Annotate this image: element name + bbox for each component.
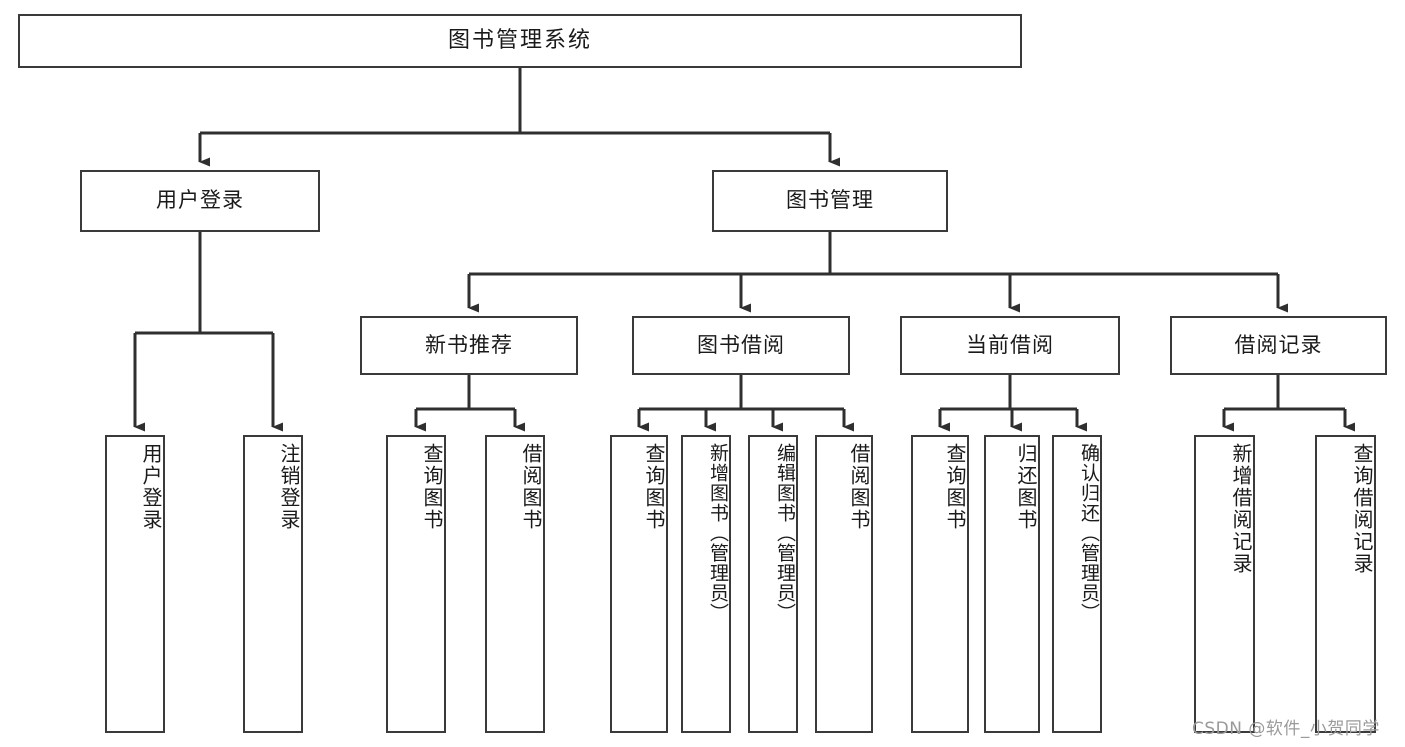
node-leaf-query-borrow-record[interactable]: 查询借阅记录	[1315, 435, 1376, 733]
node-new-book-recommend[interactable]: 新书推荐	[360, 316, 578, 375]
node-leaf-borrow-book[interactable]: 借阅图书	[815, 435, 873, 733]
node-leaf-user-login[interactable]: 用户登录	[105, 435, 165, 733]
node-borrow-record[interactable]: 借阅记录	[1170, 316, 1387, 375]
node-leaf-borrow-book-recommend[interactable]: 借阅图书	[485, 435, 545, 733]
node-leaf-logout[interactable]: 注销登录	[243, 435, 303, 733]
node-book-manage[interactable]: 图书管理	[712, 170, 948, 232]
node-leaf-query-book-recommend[interactable]: 查询图书	[386, 435, 446, 733]
node-root-system[interactable]: 图书管理系统	[18, 14, 1022, 68]
node-leaf-query-book-borrow[interactable]: 查询图书	[610, 435, 668, 733]
node-leaf-confirm-return-admin[interactable]: 确认归还（管理员）	[1052, 435, 1102, 733]
node-current-borrow[interactable]: 当前借阅	[900, 316, 1120, 375]
node-leaf-edit-book-admin[interactable]: 编辑图书（管理员）	[748, 435, 798, 733]
node-leaf-query-book-current[interactable]: 查询图书	[911, 435, 969, 733]
node-leaf-add-book-admin[interactable]: 新增图书（管理员）	[681, 435, 731, 733]
node-leaf-add-borrow-record[interactable]: 新增借阅记录	[1194, 435, 1255, 733]
node-user-login[interactable]: 用户登录	[80, 170, 320, 232]
node-book-borrow[interactable]: 图书借阅	[632, 316, 850, 375]
csdn-watermark: CSDN @软件_小贺同学	[1192, 719, 1380, 739]
node-leaf-return-book[interactable]: 归还图书	[984, 435, 1040, 733]
